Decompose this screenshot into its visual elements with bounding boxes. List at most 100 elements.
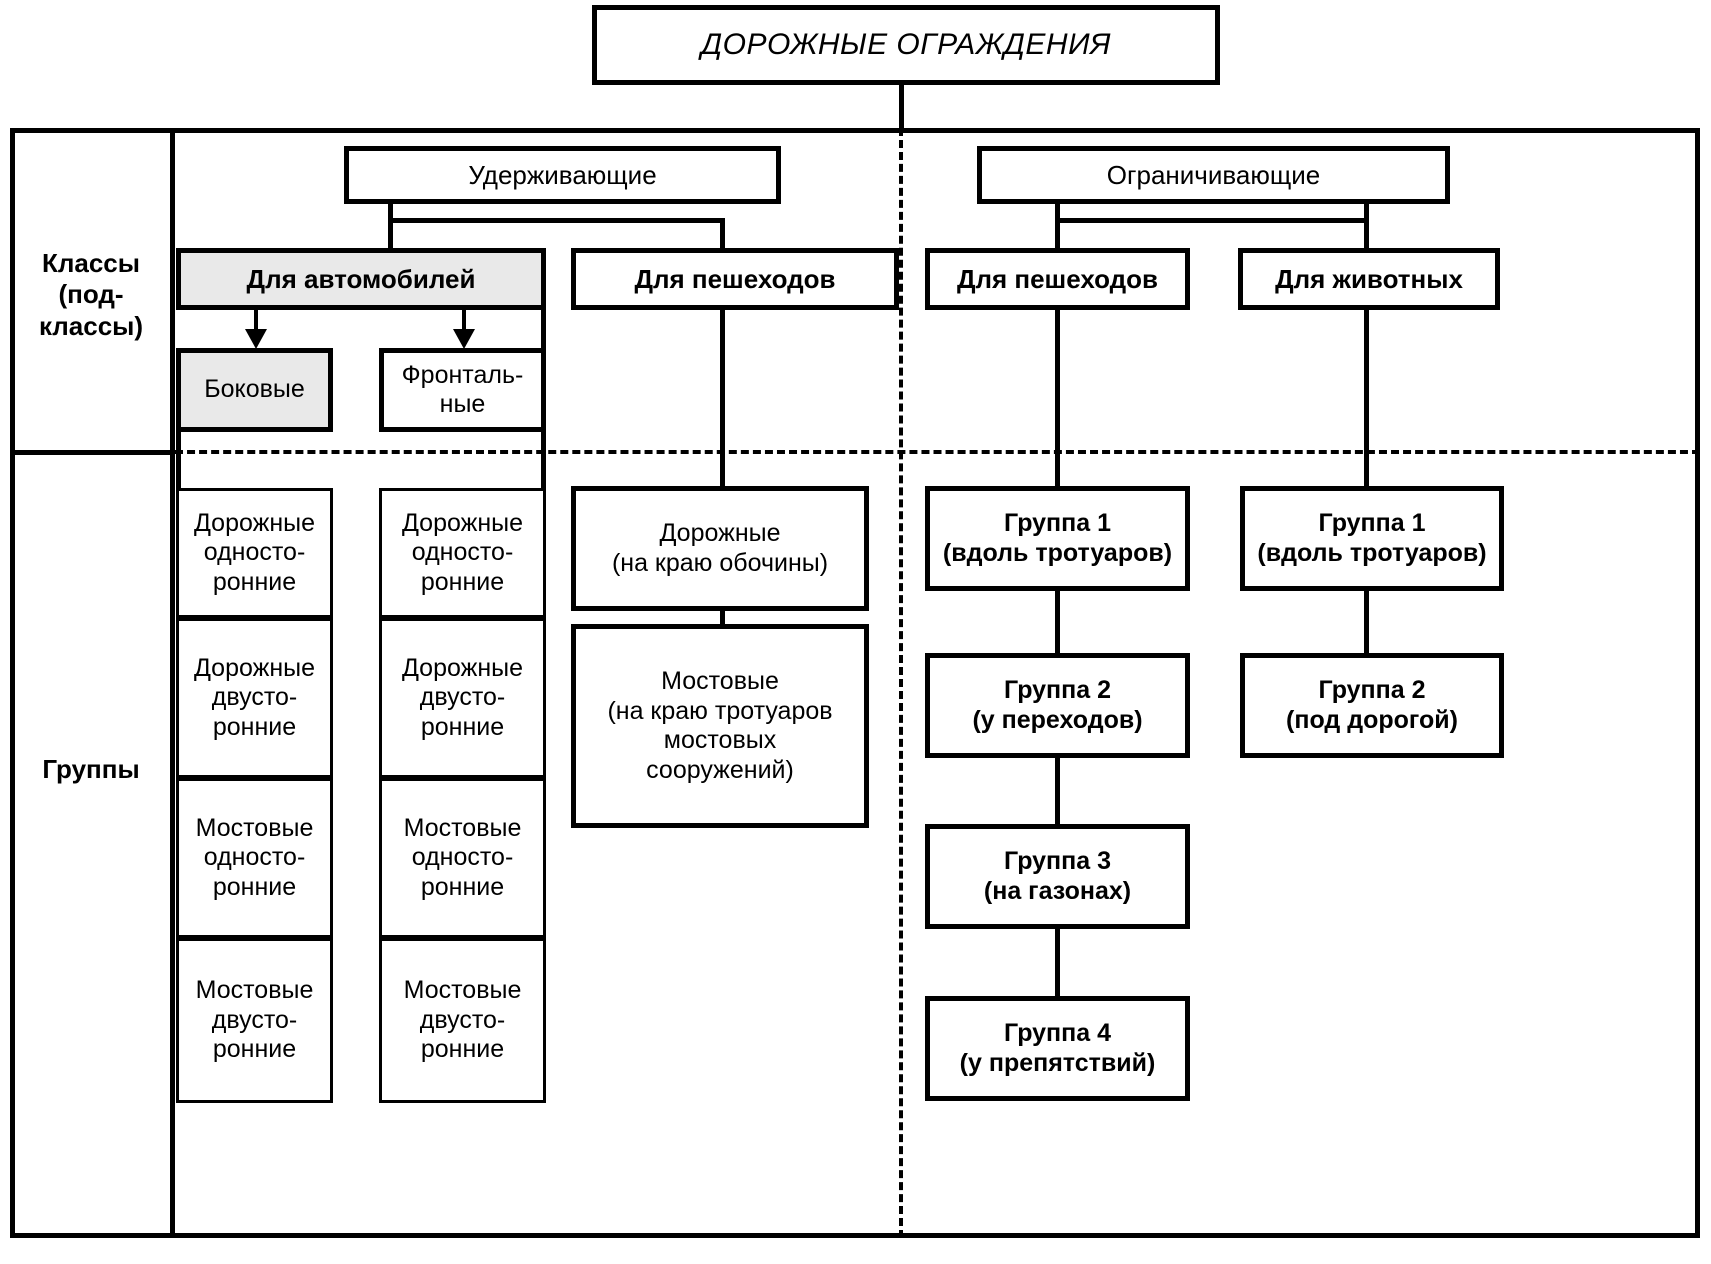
classes-groups-divider [175,450,1700,454]
group-box-cars-side-2: Дорожные двусто- ронние [176,618,333,778]
pedestrians-holding-spine [720,310,725,486]
group-line1: Дорожные [659,519,781,547]
node-frontal-barriers-line1: Фронталь- [401,360,524,389]
group-box-animals-1: Группа 1 (вдоль тротуаров) [1240,486,1504,591]
group-line1: Дорожные [193,653,316,682]
diagram-title: ДОРОЖНЫЕ ОГРАЖДЕНИЯ [701,28,1111,62]
node-for-animals: Для животных [1238,248,1500,310]
group-box-animals-2: Группа 2 (под дорогой) [1240,653,1504,758]
row-label-classes-line1: Классы [42,248,140,279]
group-box-cars-side-1: Дорожные односто- ронние [176,488,333,618]
limiting-bus-horizontal [1055,218,1368,223]
limiting-to-animals-drop [1364,204,1369,250]
group-line1: Дорожные [401,653,524,682]
group-line2: односто- [203,538,306,567]
group-line1: Дорожные [401,508,524,537]
group-line2: двусто- [419,683,506,712]
group-line3: ронние [420,712,505,741]
pedestrians-limit-link-3-4 [1055,929,1060,996]
pedestrians-limit-link-1-2 [1055,591,1060,653]
node-limiting: Ограничивающие [977,146,1450,204]
holding-to-pedestrians-drop [720,218,725,250]
group-line1: Группа 1 [1318,509,1426,537]
animals-spine [1364,310,1369,486]
node-for-pedestrians-limiting: Для пешеходов [925,248,1190,310]
arrow-to-side-stem [254,310,258,333]
group-box-cars-frontal-3: Мостовые односто- ронние [379,778,546,938]
group-line4: сооружений) [646,755,794,784]
title-connector-line [899,85,904,130]
pedestrians-limit-link-2-3 [1055,758,1060,824]
group-line1: Дорожные [193,508,316,537]
group-box-pedestrians-limit-3: Группа 3 (на газонах) [925,824,1190,929]
node-for-cars-label: Для автомобилей [246,263,476,294]
arrow-to-side-head [245,329,267,349]
group-box-cars-frontal-2: Дорожные двусто- ронние [379,618,546,778]
node-frontal-barriers-line2: ные [439,390,486,418]
group-line2: (на газонах) [983,876,1132,905]
group-line2: (на краю тротуаров [607,696,833,725]
group-line2: (вдоль тротуаров) [1257,538,1487,567]
node-limiting-label: Ограничивающие [1106,159,1321,190]
group-line1: Группа 3 [1003,847,1112,875]
node-holding: Удерживающие [344,146,781,204]
node-for-pedestrians-holding: Для пешеходов [571,248,899,310]
group-line1: Мостовые [195,976,314,1005]
groups-label-cell-frame [10,450,175,1238]
group-line1: Группа 4 [1003,1019,1112,1047]
group-line1: Мостовые [403,976,522,1005]
group-line3: ронние [212,1035,297,1064]
holding-limiting-divider [899,128,903,1238]
group-line2: (у препятствий) [959,1048,1156,1077]
group-line3: ронние [420,1035,505,1064]
group-box-pedestrians-limit-1: Группа 1 (вдоль тротуаров) [925,486,1190,591]
arrow-to-frontal-stem [462,310,466,333]
node-side-barriers-label: Боковые [204,375,305,404]
group-line2: односто- [411,843,514,872]
group-line2: двусто- [211,683,298,712]
group-line1: Мостовые [403,813,522,842]
holding-bus-horizontal [388,218,724,223]
group-line3: ронние [420,872,505,901]
holding-bus-stem [388,204,393,222]
group-box-cars-frontal-1: Дорожные односто- ронние [379,488,546,618]
group-box-cars-side-4: Мостовые двусто- ронние [176,938,333,1103]
row-label-classes: Классы (под- классы) [12,230,170,360]
holding-to-cars-drop [388,218,393,250]
group-line2: (на краю обочины) [611,548,829,577]
group-line3: мостовых [663,726,777,754]
group-box-pedestrians-limit-2: Группа 2 (у переходов) [925,653,1190,758]
row-label-classes-line2: (под- [58,279,124,310]
side-column-spine [176,432,181,488]
group-box-pedestrians-road: Дорожные (на краю обочины) [571,486,869,611]
arrow-to-frontal-head [453,329,475,349]
group-line1: Группа 2 [1003,676,1112,704]
node-for-cars: Для автомобилей [176,248,546,310]
limiting-to-pedestrians-drop [1055,204,1060,250]
group-line2: односто- [203,843,306,872]
group-line2: (у переходов) [972,705,1143,734]
group-line2: двусто- [419,1005,506,1034]
group-line3: ронние [212,567,297,596]
group-line1: Мостовые [661,667,779,695]
pedestrians-limiting-spine [1055,310,1060,486]
group-box-pedestrians-limit-4: Группа 4 (у препятствий) [925,996,1190,1101]
pedestrians-road-to-bridge-link [720,611,725,625]
row-label-groups: Группы [12,745,170,795]
node-side-barriers: Боковые [176,348,333,432]
group-box-pedestrians-bridge: Мостовые (на краю тротуаров мостовых соо… [571,624,869,828]
group-box-cars-side-3: Мостовые односто- ронние [176,778,333,938]
node-for-animals-label: Для животных [1275,263,1463,294]
animals-link-1-2 [1364,591,1369,653]
group-line2: (вдоль тротуаров) [942,538,1173,567]
group-line2: двусто- [211,1005,298,1034]
group-line1: Группа 2 [1318,676,1426,704]
row-label-groups-text: Группы [42,754,140,785]
group-line2: односто- [411,538,514,567]
frontal-column-spine [541,310,546,488]
node-holding-label: Удерживающие [468,159,657,190]
group-line1: Группа 1 [1003,509,1112,537]
group-line3: ронние [420,567,505,596]
group-line3: ронние [212,712,297,741]
